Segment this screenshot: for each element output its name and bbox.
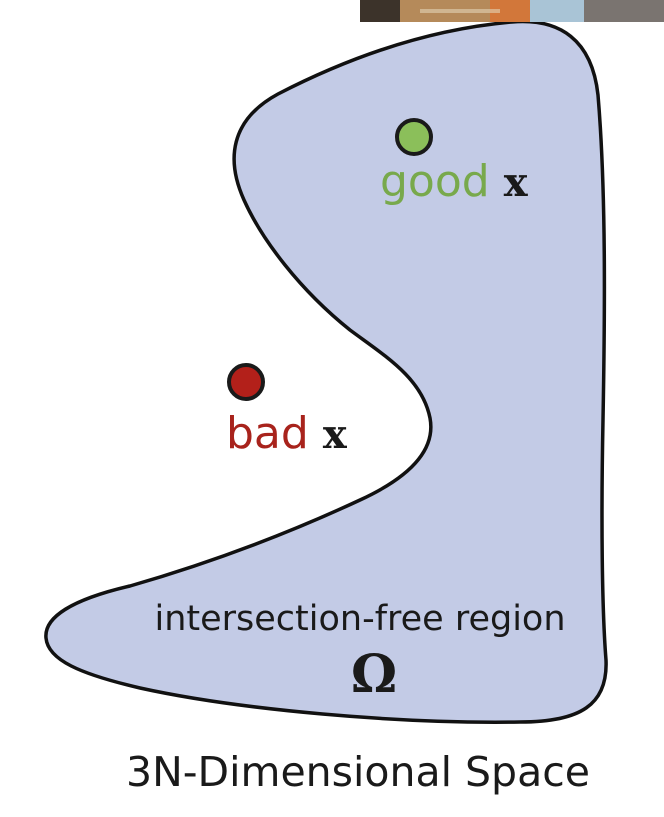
region-label: intersection-free region — [154, 599, 565, 639]
bad-point-marker — [227, 363, 265, 401]
good-point-marker — [395, 118, 433, 156]
intersection-free-region-shape — [44, 19, 608, 724]
bad-word: bad — [226, 408, 309, 459]
space-label: 3N-Dimensional Space — [126, 748, 590, 796]
webcam-overlay — [360, 0, 664, 22]
good-variable: x — [504, 159, 529, 206]
bad-variable: x — [323, 411, 348, 458]
omega-symbol: Ω — [351, 644, 397, 705]
good-word: good — [380, 156, 490, 207]
